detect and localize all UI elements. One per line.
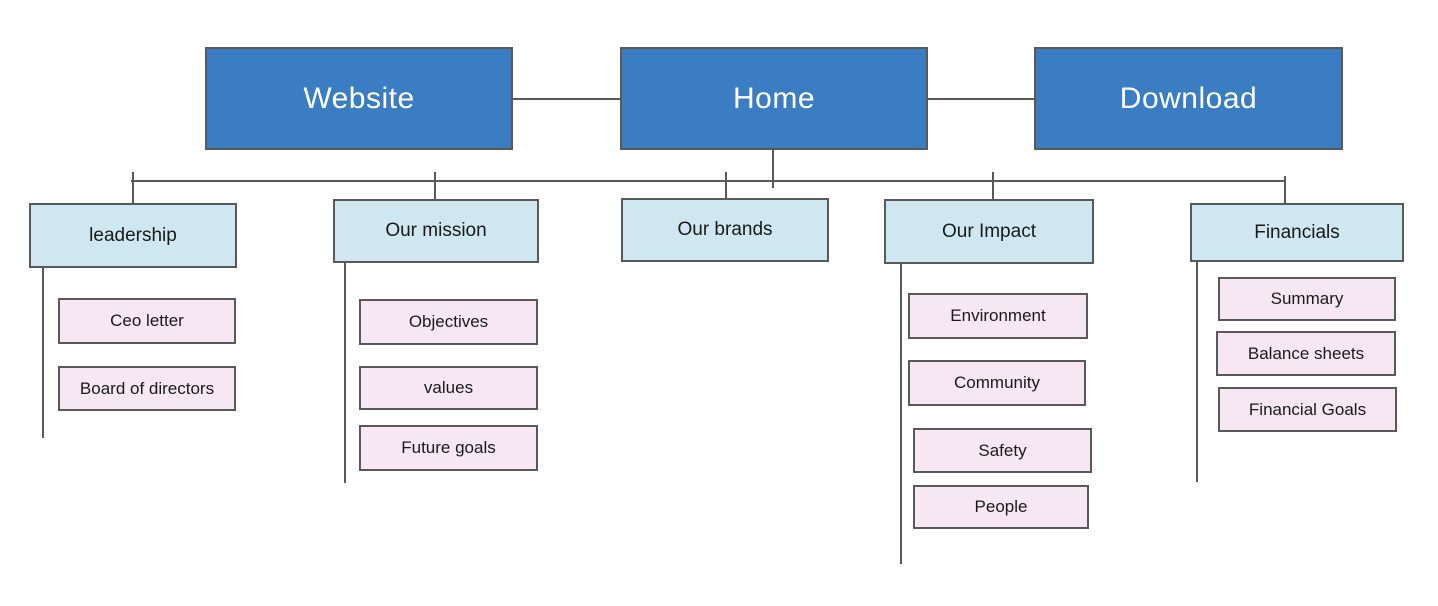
node-board-of-directors[interactable]: Board of directors xyxy=(58,366,236,411)
connector-leadership-children xyxy=(42,268,44,438)
connector-stub-mission xyxy=(434,172,436,199)
node-safety[interactable]: Safety xyxy=(913,428,1092,473)
node-community[interactable]: Community xyxy=(908,360,1086,406)
node-ceo-letter[interactable]: Ceo letter xyxy=(58,298,236,344)
node-values-label: values xyxy=(423,378,474,397)
node-balance-sheets[interactable]: Balance sheets xyxy=(1216,331,1396,376)
connector-financials-children xyxy=(1196,262,1198,482)
node-our-impact-label: Our Impact xyxy=(942,220,1036,242)
node-future-goals[interactable]: Future goals xyxy=(359,425,538,471)
node-objectives[interactable]: Objectives xyxy=(359,299,538,345)
node-future-goals-label: Future goals xyxy=(401,438,496,457)
node-home[interactable]: Home xyxy=(620,47,928,150)
connector-stub-brands xyxy=(725,172,727,198)
node-values[interactable]: values xyxy=(359,366,538,410)
node-our-mission-label: Our mission xyxy=(385,220,487,241)
node-website[interactable]: Website xyxy=(205,47,513,150)
connector-home-bus xyxy=(772,150,774,188)
node-our-brands-label: Our brands xyxy=(677,219,773,240)
connector-stub-leadership xyxy=(132,172,134,203)
connector-mission-children xyxy=(344,263,346,483)
node-safety-label: Safety xyxy=(978,440,1027,460)
node-community-label: Community xyxy=(954,373,1040,392)
node-people-label: People xyxy=(974,497,1028,516)
node-people[interactable]: People xyxy=(913,485,1089,529)
node-our-brands[interactable]: Our brands xyxy=(621,198,829,262)
connector-home-download xyxy=(928,98,1034,100)
node-home-label: Home xyxy=(732,81,816,115)
node-summary-label: Summary xyxy=(1270,289,1344,308)
node-financial-goals[interactable]: Financial Goals xyxy=(1218,387,1397,432)
node-download-label: Download xyxy=(1119,81,1258,115)
node-website-label: Website xyxy=(303,81,415,115)
node-environment-label: Environment xyxy=(950,306,1046,325)
node-board-of-directors-label: Board of directors xyxy=(79,378,215,398)
node-leadership[interactable]: leadership xyxy=(29,203,237,268)
node-download[interactable]: Download xyxy=(1034,47,1343,150)
node-financials-label: Financials xyxy=(1254,221,1340,243)
node-our-impact[interactable]: Our Impact xyxy=(884,199,1094,264)
connector-stub-impact xyxy=(992,172,994,200)
connector-stub-financials xyxy=(1284,176,1286,203)
node-ceo-letter-label: Ceo letter xyxy=(110,311,184,330)
connector-impact-children xyxy=(900,264,902,564)
node-balance-sheets-label: Balance sheets xyxy=(1247,343,1365,363)
node-objectives-label: Objectives xyxy=(408,312,489,331)
node-financials[interactable]: Financials xyxy=(1190,203,1404,262)
node-financial-goals-label: Financial Goals xyxy=(1248,399,1367,419)
node-environment[interactable]: Environment xyxy=(908,293,1088,339)
node-our-mission[interactable]: Our mission xyxy=(333,199,539,263)
node-summary[interactable]: Summary xyxy=(1218,277,1396,321)
connector-website-home xyxy=(513,98,620,100)
connector-bus xyxy=(131,180,1286,182)
node-leadership-label: leadership xyxy=(89,224,177,246)
